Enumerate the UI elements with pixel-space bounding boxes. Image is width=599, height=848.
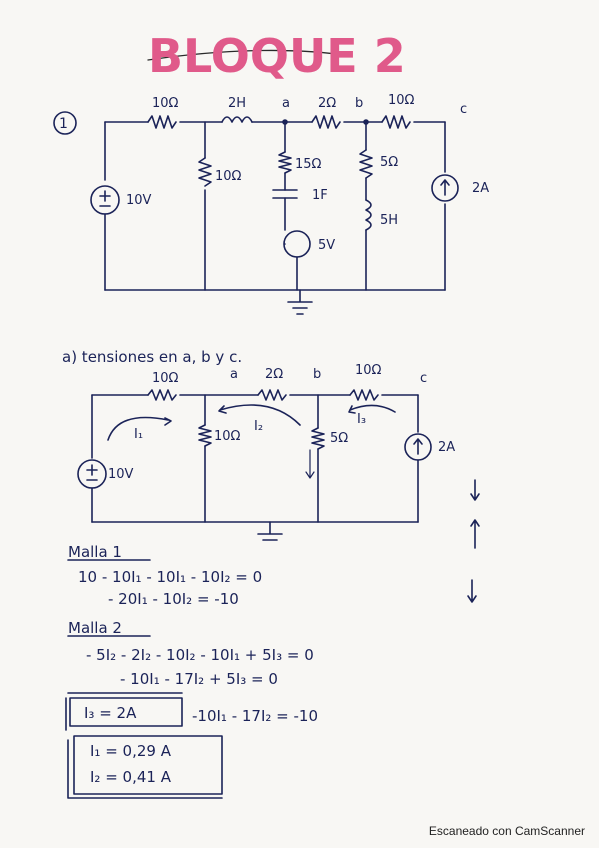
c2-label-node-a: a bbox=[230, 367, 238, 382]
c2-label-r-ab: 2Ω bbox=[265, 367, 283, 382]
resistor-2 bbox=[311, 115, 341, 129]
c1-label-is-c: 2A bbox=[472, 181, 489, 196]
c1-label-node-c: c bbox=[460, 102, 467, 117]
c2-label-r-mid: 10Ω bbox=[214, 429, 241, 444]
malla1-eq1: 10 - 10I₁ - 10I₁ - 10I₂ = 0 bbox=[78, 568, 262, 586]
resistor-10-right bbox=[381, 115, 411, 129]
mesh-arrow-2 bbox=[219, 404, 301, 426]
c1-label-r-left-top: 10Ω bbox=[152, 96, 179, 111]
sign-arrows bbox=[467, 479, 480, 603]
problem-number: 1 bbox=[59, 116, 68, 132]
c2-label-is: 2A bbox=[438, 440, 455, 455]
camscanner-footer: Escaneado con CamScanner bbox=[428, 824, 585, 838]
resistor-10-left-2 bbox=[147, 389, 177, 401]
capacitor-1f bbox=[272, 189, 298, 199]
circuit-1 bbox=[90, 115, 459, 315]
resistor-10-mid-2 bbox=[198, 424, 212, 447]
c1-label-r-b: 5Ω bbox=[380, 155, 398, 170]
resistor-10-right-2 bbox=[349, 389, 379, 401]
c1-label-r-ab: 2Ω bbox=[318, 96, 336, 111]
ground-symbol-2 bbox=[257, 521, 283, 541]
inductor-2h bbox=[221, 116, 253, 123]
results-box bbox=[73, 735, 223, 795]
c2-label-node-c: c bbox=[420, 371, 427, 386]
inductor-5h bbox=[365, 199, 372, 231]
c1-label-cap: 1F bbox=[312, 188, 328, 203]
current-source-2a bbox=[431, 174, 459, 202]
ground-symbol bbox=[287, 289, 313, 315]
c2-label-r-b: 5Ω bbox=[330, 431, 348, 446]
c1-label-node-a: a bbox=[282, 96, 290, 111]
resistor-2-2 bbox=[257, 389, 287, 401]
resistor-15 bbox=[278, 151, 292, 174]
part-a-heading: a) tensiones en a, b y c. bbox=[62, 348, 242, 366]
c2-label-i3: I₃ bbox=[357, 412, 366, 427]
result-i2: I₂ = 0,41 A bbox=[90, 768, 172, 786]
c1-label-r-mid: 10Ω bbox=[215, 169, 242, 184]
resistor-10-mid bbox=[198, 157, 212, 187]
i3-box bbox=[69, 697, 183, 727]
title-scribble bbox=[147, 49, 351, 61]
c2-label-i2: I₂ bbox=[254, 419, 263, 434]
malla1-heading: Malla 1 bbox=[68, 543, 122, 561]
voltage-source-5v bbox=[283, 230, 311, 258]
page-title: BLOQUE 2 bbox=[148, 29, 406, 83]
c1-label-node-b: b bbox=[355, 96, 363, 111]
c2-label-i1: I₁ bbox=[134, 427, 143, 442]
c1-label-vs-a: 5V bbox=[318, 238, 335, 253]
malla2-heading: Malla 2 bbox=[68, 619, 122, 637]
c2-label-vs: 10V bbox=[108, 467, 134, 482]
c1-label-vs-left: 10V bbox=[126, 193, 152, 208]
resistor-5 bbox=[359, 149, 373, 179]
malla2-eq2: - 10I₁ - 17I₂ + 5I₃ = 0 bbox=[120, 670, 278, 688]
c2-label-r-bc: 10Ω bbox=[355, 363, 382, 378]
c1-label-r-bc: 10Ω bbox=[388, 93, 415, 108]
result-i1: I₁ = 0,29 A bbox=[90, 742, 172, 760]
c1-label-r-a: 15Ω bbox=[295, 157, 322, 172]
malla2-eq1: - 5I₂ - 2I₂ - 10I₂ - 10I₁ + 5I₃ = 0 bbox=[86, 646, 314, 664]
mesh-arrow-1 bbox=[107, 416, 169, 441]
c1-label-l-b: 5H bbox=[380, 213, 398, 228]
c1-label-l-top: 2H bbox=[228, 96, 246, 111]
resistor-10-left bbox=[147, 115, 177, 129]
malla1-eq2: - 20I₁ - 10I₂ = -10 bbox=[108, 590, 239, 608]
mesh-arrow-3 bbox=[349, 404, 396, 413]
c2-label-r-top-left: 10Ω bbox=[152, 371, 179, 386]
final-equation: -10I₁ - 17I₂ = -10 bbox=[192, 707, 318, 725]
i3-value: I₃ = 2A bbox=[84, 704, 137, 722]
c2-label-node-b: b bbox=[313, 367, 321, 382]
resistor-5-2 bbox=[311, 427, 325, 450]
circuit-2 bbox=[77, 389, 432, 541]
